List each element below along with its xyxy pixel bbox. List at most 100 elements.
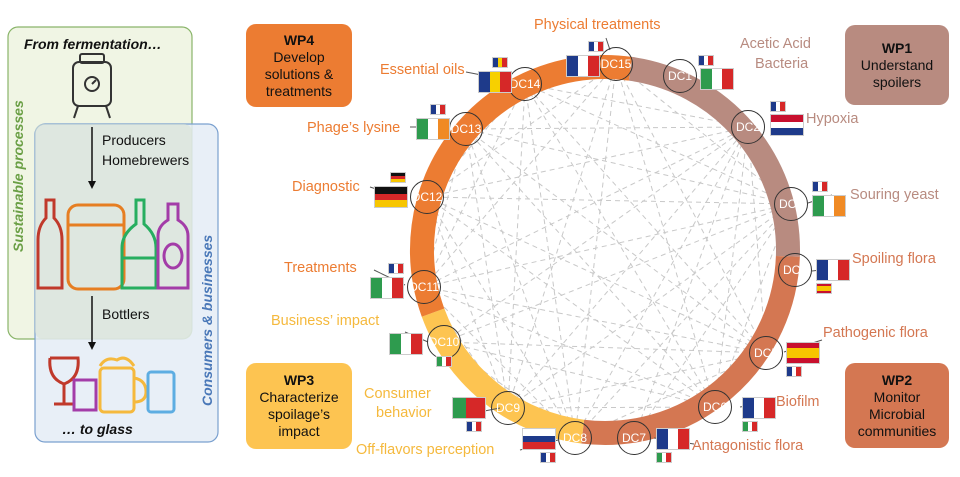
topic-consumer-line1: Consumer (364, 386, 431, 402)
topic-acetic-line1: Acetic Acid (740, 36, 811, 52)
topic-offflavors: Off-flavors perception (356, 442, 495, 458)
dc7-node: DC7 (617, 421, 651, 455)
wp4-title: WP4 (283, 31, 315, 48)
flag-germany-icon (390, 172, 406, 183)
bottles-icon (36, 198, 190, 291)
network-edge (426, 196, 576, 439)
flag-netherlands-icon (770, 114, 804, 136)
topic-hypoxia: Hypoxia (806, 111, 859, 127)
topic-physical-treatments: Physical treatments (534, 17, 661, 33)
glasses-icon (48, 356, 176, 414)
wp1-line2: spoilers (872, 73, 922, 90)
network-edge (443, 126, 749, 343)
network-edge (443, 203, 792, 343)
dc8-node: DC8 (558, 421, 592, 455)
flag-france-icon (742, 397, 776, 419)
dc5-node: DC5 (749, 336, 783, 370)
flag-france-icon (588, 41, 604, 52)
network-edge (615, 63, 767, 354)
wp2-line3: communities (857, 422, 937, 439)
dc1-node: DC1 (663, 59, 697, 93)
flag-france-icon (812, 181, 828, 192)
homebrewers-label: Homebrewers (102, 152, 190, 168)
to-glass-label: … to glass (62, 421, 133, 437)
label-connectors (369, 37, 847, 451)
dc9-node: DC9 (491, 391, 525, 425)
wp2-line2: Microbial (868, 405, 925, 422)
wp1-line1: Understand (860, 56, 934, 73)
network-edge (465, 128, 767, 354)
topic-business-impact: Business’ impact (271, 313, 380, 329)
flag-romania-icon (492, 57, 508, 68)
network-edge (465, 126, 749, 130)
flow-arrow-2 (88, 296, 96, 350)
flag-germany-icon (374, 186, 408, 208)
dc12-node: DC12 (410, 180, 444, 214)
flag-italy-icon (742, 421, 758, 432)
network-edge (524, 83, 749, 128)
network-edge (423, 286, 509, 409)
topic-treatments: Treatments (284, 260, 357, 276)
network-edge (426, 126, 749, 198)
wp3-line2: spoilage’s (267, 406, 330, 422)
network-edge (426, 196, 792, 205)
network-edge (507, 406, 716, 409)
flag-france-icon (430, 104, 446, 115)
network-edge (426, 63, 617, 198)
bottlers-label: Bottlers (102, 306, 150, 322)
flag-italy-icon (656, 452, 672, 463)
network-lines (423, 63, 796, 439)
flag-france-icon (566, 55, 600, 77)
wp4-line1: Develop (273, 48, 325, 65)
flag-spain-icon (786, 342, 820, 364)
network-edge (524, 83, 576, 439)
network-edge (465, 128, 716, 408)
flag-italy-icon (370, 277, 404, 299)
topic-acetic-line2: Bacteria (755, 56, 809, 72)
ring-arc-wp1 (628, 56, 800, 257)
flag-italy-icon (389, 333, 423, 355)
wp4-line2: solutions & (264, 65, 334, 82)
wp2-line1: Monitor (873, 388, 921, 405)
wp3-box: WP3 Characterize spoilage’s impact (246, 363, 352, 449)
flag-slovenia-icon (522, 428, 556, 450)
flag-italy-icon (700, 68, 734, 90)
flag-france-icon (466, 421, 482, 432)
topic-biofilm: Biofilm (776, 394, 820, 410)
topic-consumer-line2: behavior (376, 405, 432, 421)
network-edge (633, 203, 792, 439)
dc10-node: DC10 (427, 325, 461, 359)
network-edge (426, 196, 509, 409)
network-edge (423, 286, 716, 408)
dc2-node: DC2 (731, 110, 765, 144)
flag-france-icon (770, 101, 786, 112)
flag-france-icon (816, 259, 850, 281)
wp3-line1: Characterize (259, 389, 339, 405)
network-edge (423, 126, 749, 288)
network-edge (747, 126, 767, 354)
network-edge (426, 196, 716, 408)
network-edge (426, 196, 767, 354)
dc14-node: DC14 (508, 67, 542, 101)
network-edge (574, 203, 792, 439)
flag-portugal-icon (452, 397, 486, 419)
fermenter-icon (72, 53, 112, 119)
network-edge (423, 83, 526, 288)
wp3-title: WP3 (283, 372, 315, 388)
wp4-line3: treatments (265, 82, 333, 99)
network-edge (443, 341, 716, 408)
flag-ireland-icon (416, 118, 450, 140)
topic-essential-oils: Essential oils (380, 62, 465, 78)
wp4-box: WP4 Develop solutions & treatments (246, 24, 352, 107)
flag-spain-icon (816, 283, 832, 294)
flag-france-icon (786, 366, 802, 377)
flag-france-icon (540, 452, 556, 463)
consumers-businesses-label: Consumers & businesses (199, 234, 215, 406)
network-edge (633, 126, 749, 439)
network-edge (465, 128, 509, 409)
dc15-node: DC15 (599, 47, 633, 81)
flag-romania-icon (478, 71, 512, 93)
topic-spoiling-flora: Spoiling flora (852, 251, 936, 267)
network-edge (507, 83, 526, 409)
wp1-title: WP1 (881, 39, 913, 56)
